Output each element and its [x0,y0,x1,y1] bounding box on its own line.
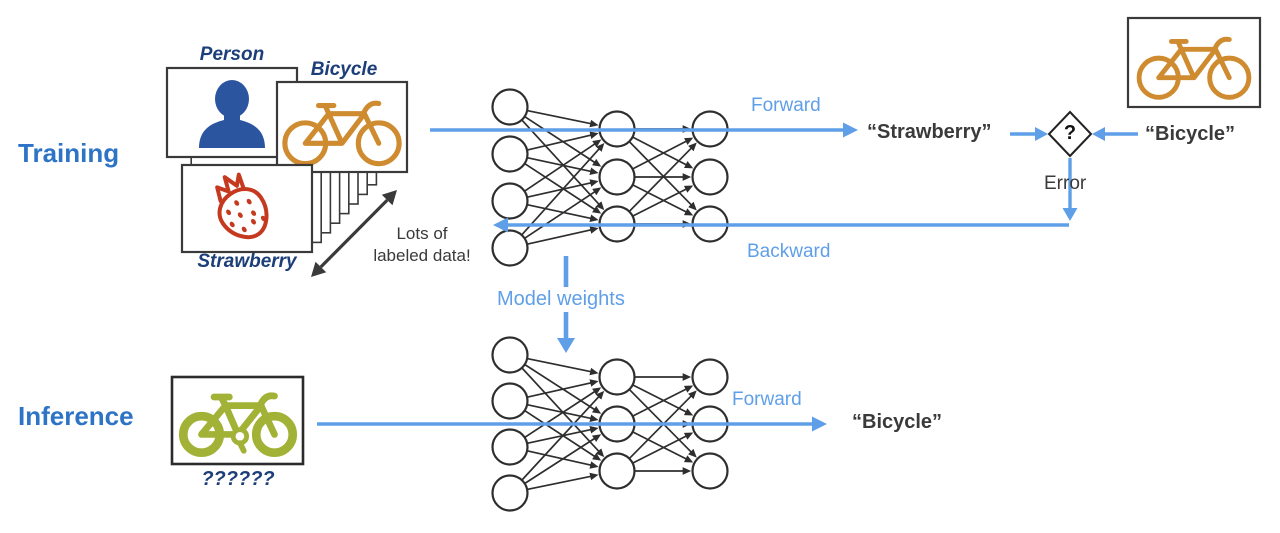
neuron-node [491,428,529,466]
synapse-edge [526,472,599,491]
synapse-edge [632,137,694,170]
person-card-label: Person [199,44,265,65]
forward-arrow-training [430,122,858,138]
comparison-diamond [1047,110,1093,158]
synapse-edge [521,390,605,481]
unknown-label-caption: ?????? [201,468,275,490]
neuron-node [491,88,529,126]
synapse-edge [526,179,599,198]
person-icon [199,80,265,148]
green-bicycle-icon [178,392,298,458]
inference-section-label: Inference [18,401,134,431]
bicycle-card-label: Bicycle [310,59,378,80]
neuron-node [491,229,529,267]
strawberry-card [180,163,314,254]
synapse-edge [632,136,694,169]
neuron-node [491,382,529,420]
forward-label-training: Forward [751,95,821,116]
synapse-edge [632,431,694,463]
synapse-edge [526,203,599,222]
neuron-node [491,135,529,173]
synapse-edge [526,379,599,398]
stack-caption: Lots of labeled data! [362,223,482,267]
inference-neural-network [491,336,729,512]
person-card [165,66,299,159]
synapse-edge [526,426,599,445]
neuron-node [691,158,729,196]
synapse-edge [632,432,694,464]
synapse-edge [526,131,599,151]
training-neural-network [491,88,729,267]
synapse-edge [524,187,602,240]
synapse-edge [632,185,694,217]
depth-double-arrow [311,190,397,277]
strawberry-card-label: Strawberry [197,251,297,272]
stack-caption-line1: Lots of [396,224,448,243]
synapse-edge [524,387,602,439]
training-section-label: Training [18,138,120,168]
model-weights-label: Model weights [497,288,625,310]
ground-truth-image-box [1126,16,1262,109]
neuron-node [598,358,636,396]
neuron-node [598,452,636,490]
synapse-edge [524,162,602,214]
neuron-node [598,158,636,196]
synapse-edge [524,363,602,414]
forward-label-inference: Forward [732,389,802,410]
neuron-node [491,474,529,512]
synapse-edge [524,139,602,192]
synapse-edge [521,119,605,211]
synapse-edge [521,143,605,236]
neuron-node [491,182,529,220]
synapse-edge [526,226,599,245]
neuron-node [691,358,729,396]
target-to-diamond-arrow [1092,127,1138,141]
synapse-edge [632,184,694,216]
synapse-edge [524,115,602,167]
strawberry-seeds [226,198,266,233]
prediction-to-diamond-arrow [1010,127,1048,141]
synapse-edge [524,434,602,485]
prediction-text-inference: “Bicycle” [852,411,943,433]
synapse-edge [632,385,694,417]
bicycle-card [275,80,409,174]
synapse-edge [628,390,697,460]
target-text: “Bicycle” [1145,123,1236,145]
error-down-arrow [1062,158,1078,221]
flow-arrows [317,122,1138,432]
synapse-edge [526,109,599,128]
inference-input-card [170,375,305,466]
comparator-question-mark: ? [1063,122,1077,145]
stack-caption-line2: labeled data! [373,246,471,265]
model-weights-arrow [557,256,575,353]
strawberry-icon [215,172,269,240]
neuron-node [491,336,529,374]
backward-label: Backward [747,241,831,262]
synapse-edge [628,388,697,458]
synapse-edge [526,357,599,376]
prediction-text-training: “Strawberry” [867,121,992,143]
synapse-edge [628,140,697,211]
forward-arrow-inference [317,416,827,432]
synapse-edge [521,367,605,458]
backward-arrow [493,217,1069,233]
synapse-edge [628,142,697,213]
synapse-edge [526,450,599,469]
synapse-edge [524,409,602,461]
synapse-edge [632,384,694,416]
error-label: Error [1044,173,1087,194]
neuron-node [691,452,729,490]
